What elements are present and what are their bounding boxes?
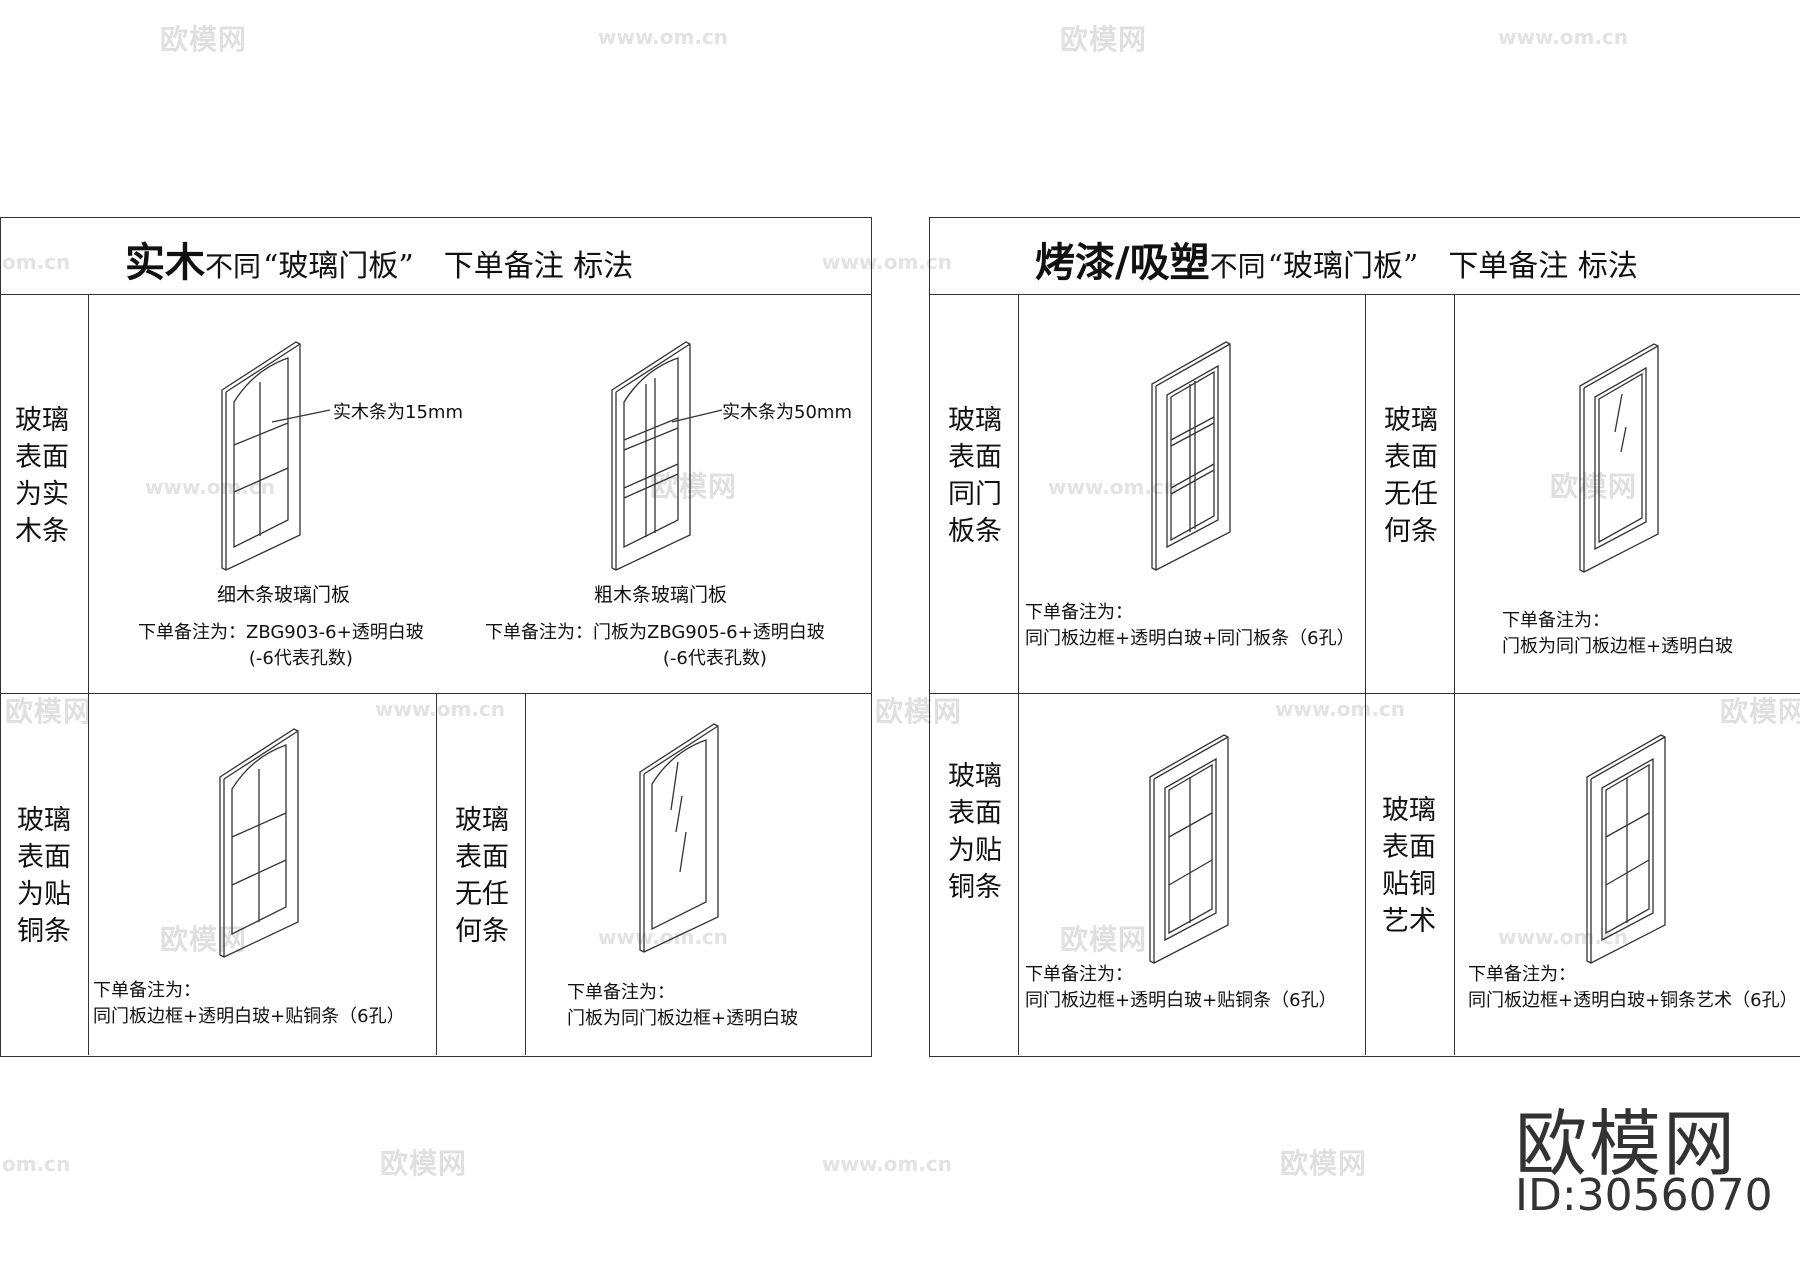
left-col-divider	[436, 693, 437, 1055]
watermark-logo: 欧模网	[1060, 23, 1148, 56]
side-label: 玻璃表面无任何条	[455, 805, 509, 947]
right-title-divider	[929, 294, 1800, 295]
brand-id: ID:3056070	[1515, 1170, 1773, 1221]
watermark-url: www.om.cn	[375, 697, 506, 721]
order-note: 下单备注为： 同门板边框+透明白玻+贴铜条（6孔）	[93, 980, 405, 1027]
left-panel	[0, 217, 872, 1057]
watermark-url: www.om.cn	[822, 1152, 953, 1176]
watermark-logo: 欧模网	[650, 470, 738, 503]
door-copper-bars	[219, 728, 299, 958]
watermark-url: www.om.cn	[822, 250, 953, 274]
watermark-url: www.om.cn	[145, 475, 276, 499]
side-label: 玻璃表面为贴铜条	[948, 761, 1002, 903]
watermark-url: om.cn	[2, 250, 71, 274]
watermark-logo: 欧模网	[1550, 470, 1638, 503]
right-col-divider	[1018, 294, 1019, 1055]
door-copper-bars	[1149, 734, 1229, 964]
order-note: 下单备注为：ZBG903-6+透明白玻 (-6代表孔数)	[138, 622, 424, 669]
watermark-logo: 欧模网	[1280, 1147, 1368, 1180]
order-note: 下单备注为： 门板为同门板边框+透明白玻	[1502, 610, 1734, 657]
right-panel-title: 烤漆/吸塑不同“玻璃门板”下单备注 标法	[1035, 239, 1638, 286]
right-col-divider	[1365, 294, 1366, 1055]
callout-text: 实木条为15mm	[333, 402, 463, 423]
right-col-divider	[1454, 294, 1455, 1055]
order-note: 下单备注为： 同门板边框+透明白玻+同门板条（6孔）	[1025, 602, 1355, 649]
callout-line	[271, 409, 331, 423]
watermark-logo: 欧模网	[1060, 923, 1148, 956]
watermark-logo: 欧模网	[160, 23, 248, 56]
order-note: 下单备注为：门板为ZBG905-6+透明白玻 (-6代表孔数)	[485, 622, 825, 669]
watermark-url: www.om.cn	[598, 925, 729, 949]
watermark-logo: 欧模网	[1720, 695, 1800, 728]
side-label: 玻璃表面为实木条	[15, 405, 69, 547]
door-copper-art	[1586, 734, 1666, 964]
order-note: 下单备注为： 同门板边框+透明白玻+贴铜条（6孔）	[1025, 964, 1337, 1011]
watermark-url: www.om.cn	[1275, 697, 1406, 721]
door-caption: 细木条玻璃门板	[217, 584, 351, 606]
door-thick-wood-bars	[611, 341, 691, 571]
side-label: 玻璃表面贴铜艺术	[1382, 795, 1436, 937]
brand-logo-text: 欧模网	[1515, 1102, 1738, 1186]
left-col-divider	[88, 294, 89, 1055]
watermark-url: om.cn	[2, 1152, 71, 1176]
door-thin-wood-bars	[221, 341, 301, 571]
door-same-panel-bars	[1151, 341, 1231, 571]
watermark-logo: 欧模网	[5, 695, 93, 728]
door-plain-glass	[639, 723, 719, 953]
watermark-url: www.om.cn	[1498, 25, 1629, 49]
order-note: 下单备注为： 同门板边框+透明白玻+铜条艺术（6孔）	[1468, 964, 1798, 1011]
watermark-url: www.om.cn	[598, 25, 729, 49]
left-panel-title: 实木不同“玻璃门板”下单备注 标法	[125, 239, 634, 286]
side-label: 玻璃表面同门板条	[948, 405, 1002, 547]
right-panel	[929, 217, 1800, 1057]
callout-text: 实木条为50mm	[722, 402, 852, 423]
side-label: 玻璃表面为贴铜条	[17, 805, 71, 947]
left-title-divider	[0, 294, 871, 295]
order-note: 下单备注为： 门板为同门板边框+透明白玻	[567, 982, 799, 1029]
right-row-divider	[929, 693, 1800, 694]
watermark-logo: 欧模网	[380, 1147, 468, 1180]
left-col-divider	[525, 693, 526, 1055]
left-row-divider	[0, 693, 871, 694]
side-label: 玻璃表面无任何条	[1384, 405, 1438, 547]
callout-line	[671, 409, 723, 423]
door-plain-glass	[1579, 343, 1659, 573]
door-caption: 粗木条玻璃门板	[594, 584, 728, 606]
watermark-logo: 欧模网	[875, 695, 963, 728]
